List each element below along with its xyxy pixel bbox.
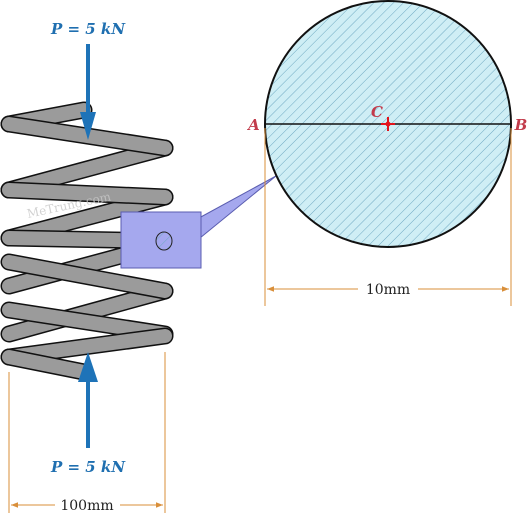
- top-load-arrow: [80, 44, 96, 140]
- bottom-load-label: P = 5 kN: [50, 458, 126, 476]
- coil-back-segment: [2, 284, 172, 341]
- centroid-marker: [381, 117, 395, 131]
- coil-front-segment: [2, 303, 172, 341]
- section-dimension: [264, 128, 512, 306]
- coil-front-segment: [2, 183, 172, 204]
- spring-dimension-label: 100mm: [60, 498, 113, 514]
- coil-bottom-end: [2, 350, 91, 379]
- point-a-label: A: [246, 116, 260, 134]
- spring-dimension: [8, 352, 166, 513]
- point-b-label: B: [514, 116, 528, 134]
- coil-front-segment: [2, 329, 172, 364]
- coil-front-segment: [2, 255, 172, 298]
- section-dimension-label: 10mm: [366, 282, 410, 298]
- bottom-load-arrow: [78, 352, 98, 448]
- section-callout: [120, 175, 277, 269]
- top-load-label: P = 5 kN: [50, 20, 126, 38]
- wire-cross-section: [264, 0, 512, 248]
- point-c-label: C: [371, 103, 383, 121]
